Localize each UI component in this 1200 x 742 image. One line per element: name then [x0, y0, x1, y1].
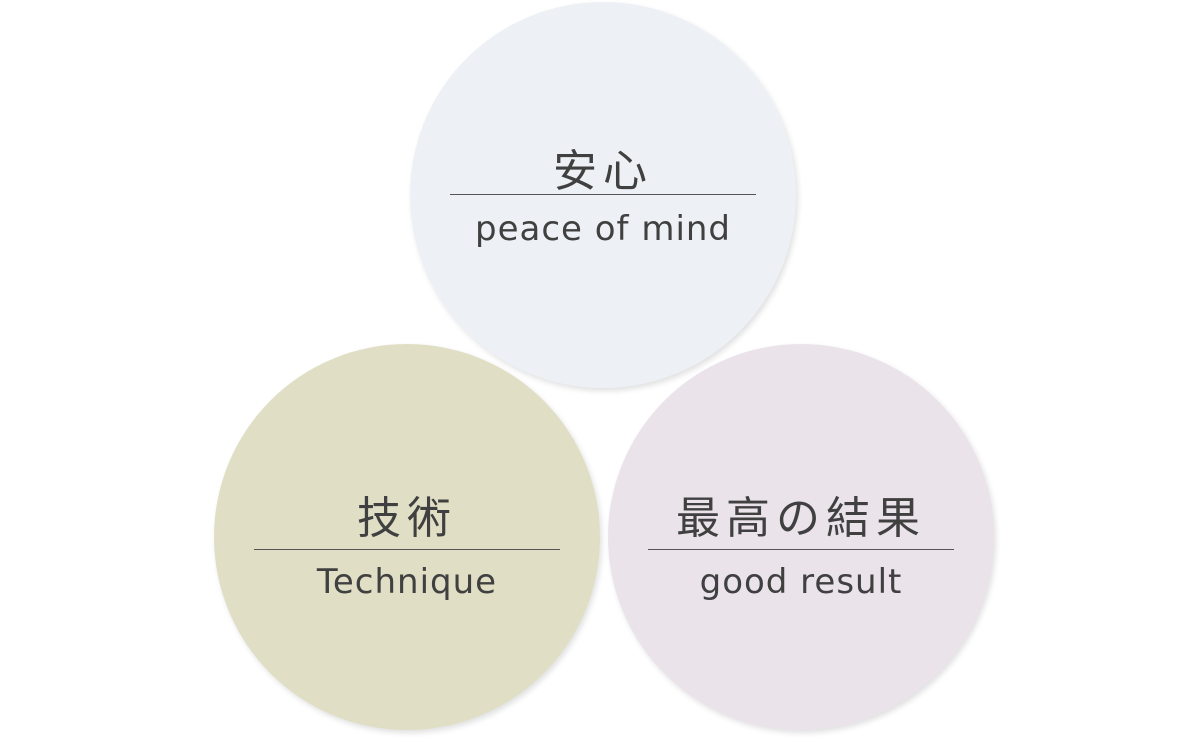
circle-title: 最高の結果: [676, 493, 926, 544]
circle-subtitle: Technique: [316, 562, 498, 602]
circle-peace-of-mind: 安心 peace of mind: [410, 2, 796, 388]
circle-subtitle: good result: [699, 562, 903, 602]
divider: [648, 549, 954, 550]
divider: [450, 194, 756, 195]
circle-title: 安心: [553, 146, 653, 197]
circle-technique: 技術 Technique: [214, 344, 600, 730]
circle-good-result: 最高の結果 good result: [608, 344, 994, 730]
circle-subtitle: peace of mind: [474, 209, 732, 249]
circle-title: 技術: [357, 493, 457, 544]
divider: [254, 549, 560, 550]
